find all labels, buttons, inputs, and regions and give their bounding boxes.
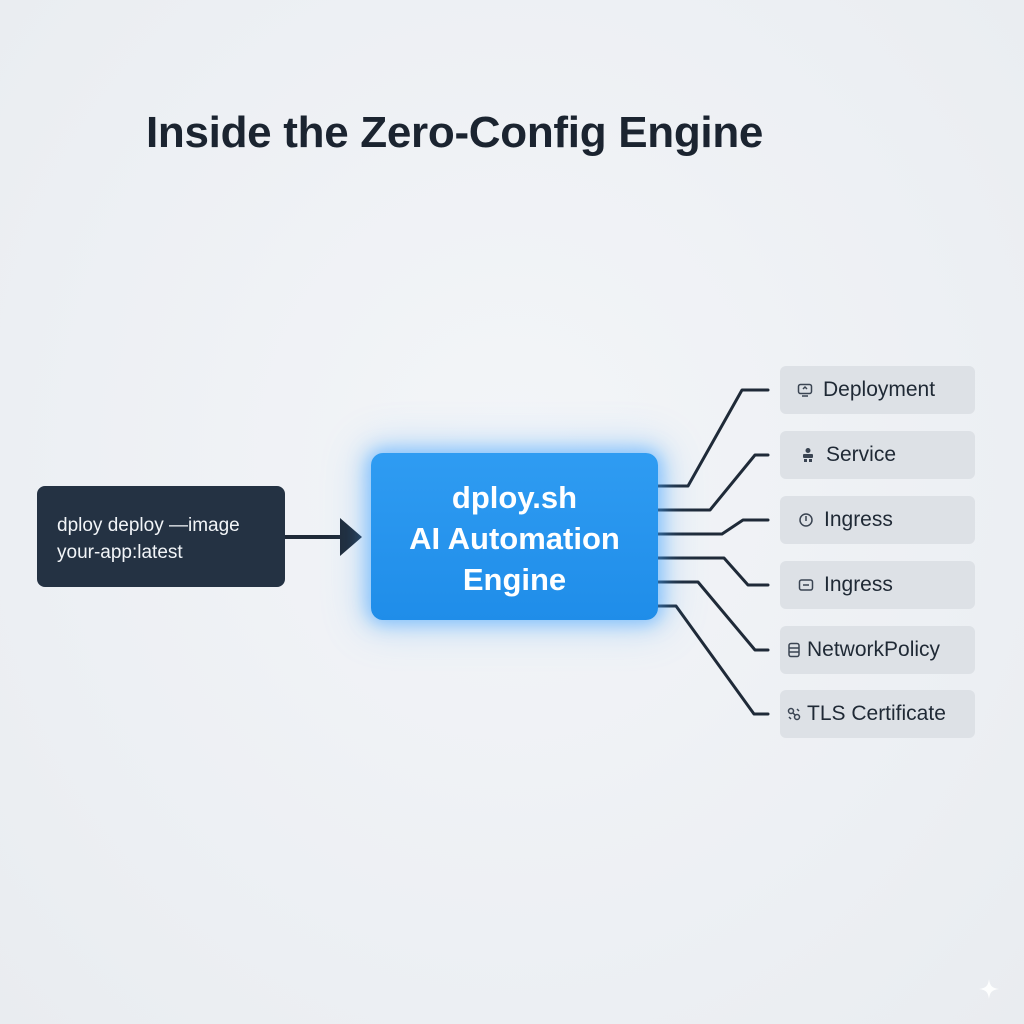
resource-network-policy: NetworkPolicy	[780, 626, 975, 674]
page-title: Inside the Zero-Config Engine	[146, 108, 764, 157]
resource-label: TLS Certificate	[807, 702, 946, 725]
connector-service	[656, 453, 770, 512]
engine-line-1: dploy.sh	[451, 480, 578, 515]
engine-line-2: AI Automation	[409, 521, 620, 556]
command-arrow-head	[340, 518, 362, 556]
ingress-icon	[797, 511, 815, 529]
resource-deployment: Deployment	[780, 366, 975, 414]
resource-label: Service	[826, 443, 897, 466]
resource-tls-certificate: TLS Certificate	[780, 690, 975, 738]
connector-ingress-2	[656, 556, 770, 587]
ingress-card-icon	[797, 576, 815, 594]
service-icon	[799, 446, 817, 464]
engine-box: dploy.sh AI Automation Engine	[371, 453, 658, 620]
command-line-2: your-app:latest	[57, 542, 183, 563]
resource-ingress-2: Ingress	[780, 561, 975, 609]
command-line-1: dploy deploy —image	[57, 515, 240, 536]
resource-label: Deployment	[823, 378, 936, 401]
connector-deployment	[656, 388, 770, 488]
resource-ingress: Ingress	[780, 496, 975, 544]
resource-label: Ingress	[824, 573, 893, 596]
connector-ingress	[656, 518, 770, 536]
network-policy-icon	[785, 641, 803, 659]
certificate-icon	[785, 705, 803, 723]
resource-label: Ingress	[824, 508, 893, 531]
connector-network-policy	[656, 580, 770, 652]
engine-line-3: Engine	[462, 562, 567, 597]
resource-service: Service	[780, 431, 975, 479]
command-box: dploy deploy —image your-app:latest	[37, 486, 285, 587]
connector-tls-certificate	[656, 604, 770, 716]
resource-label: NetworkPolicy	[807, 638, 941, 661]
deployment-icon	[796, 381, 814, 399]
sparkle-icon	[979, 979, 999, 999]
